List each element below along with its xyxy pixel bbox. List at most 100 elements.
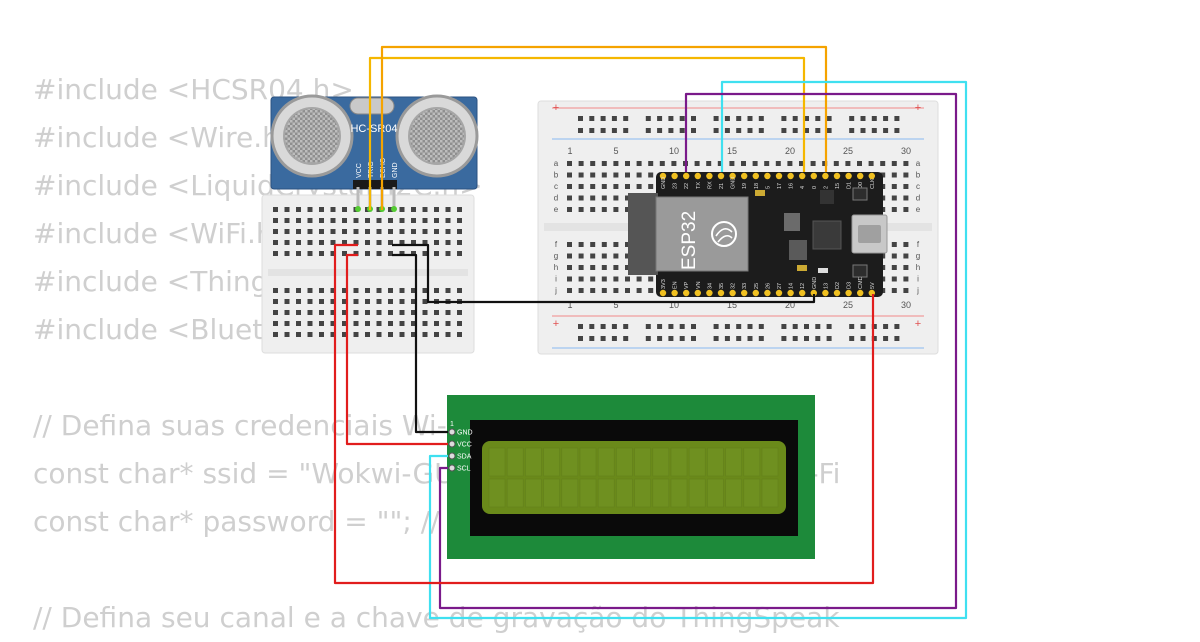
row-letter: i — [917, 275, 919, 284]
lcd-pin-label: GND — [457, 430, 473, 437]
column-number: 10 — [669, 300, 679, 310]
esp32-pin-label: 0 — [812, 186, 818, 189]
column-number: 5 — [613, 146, 618, 156]
sda-wire — [428, 80, 968, 620]
gnd-wire — [392, 253, 448, 434]
esp32-pin-label: GND — [661, 177, 667, 189]
row-letter: i — [555, 275, 557, 284]
esp32-pin-label: 35 — [719, 283, 725, 289]
esp32-pin — [857, 172, 864, 180]
esp32-pin — [729, 289, 736, 297]
column-number: 20 — [785, 300, 795, 310]
esp32-pin-label: TX — [696, 182, 702, 189]
esp32-pin-label: EN — [673, 281, 679, 289]
column-number: 10 — [669, 146, 679, 156]
esp32-pin-label: 14 — [789, 283, 795, 289]
scl-wire — [438, 92, 958, 610]
esp32-pin — [683, 289, 690, 297]
esp32-pin — [729, 172, 736, 180]
esp32-pin-label: D2 — [835, 282, 841, 289]
esp32-pin-label: CLK — [870, 178, 876, 189]
row-letter: f — [555, 240, 558, 249]
sensor-pin-label: GND — [392, 162, 399, 178]
esp32-pin — [822, 289, 829, 297]
esp32-pin — [717, 289, 725, 297]
esp32-pin — [810, 172, 817, 180]
esp32-pin — [694, 289, 701, 297]
esp32-pin — [775, 172, 783, 180]
esp32-pin — [717, 172, 725, 180]
esp32-pin — [694, 172, 701, 180]
esp32-pin-label: VP — [684, 281, 690, 289]
esp32-pin — [868, 172, 875, 180]
esp32-pin-label: GND — [731, 177, 737, 189]
esp32-pin — [659, 172, 667, 180]
lcd-pin — [448, 452, 456, 460]
rail-symbol: + — [553, 102, 559, 114]
sensor-pin — [356, 187, 360, 207]
vcc-wire — [345, 253, 448, 446]
esp32-pin-label: D1 — [847, 182, 853, 189]
esp32-pin-label: 17 — [777, 183, 783, 189]
row-letter: a — [916, 159, 921, 168]
column-number: 5 — [613, 300, 618, 310]
row-letter: g — [554, 252, 558, 261]
small-breadboard — [261, 194, 475, 354]
esp32-pin — [845, 172, 852, 180]
esp32-pin — [764, 289, 771, 297]
trig-wire — [368, 56, 806, 210]
esp32-pin — [857, 289, 864, 297]
esp32-pin — [833, 172, 841, 180]
rail-symbol: + — [915, 102, 921, 114]
esp32-pin — [810, 289, 817, 297]
esp32-pin-label: 32 — [731, 283, 737, 289]
lcd-pin-label: SDA — [457, 454, 472, 461]
esp32-pin — [787, 172, 794, 180]
echo-wire — [380, 45, 828, 210]
esp32-pin — [799, 289, 806, 297]
sensor-pin-label: ECHO — [380, 157, 387, 178]
lcd-pin — [448, 440, 456, 448]
esp32-pin-label: 13 — [823, 283, 829, 289]
esp32-pin-label: D0 — [858, 182, 864, 189]
esp32-pin — [752, 172, 759, 180]
esp32-pin-label: GND — [812, 277, 818, 289]
esp32-pin — [752, 289, 759, 297]
sensor-transducer-right — [395, 94, 479, 178]
esp32-pin — [833, 289, 841, 297]
esp32-pin — [671, 289, 678, 297]
sensor-pin — [392, 187, 396, 207]
esp32-pin — [741, 289, 748, 297]
row-letter: j — [554, 286, 557, 295]
esp32-pin-label: 19 — [742, 183, 748, 189]
espressif-logo-icon — [711, 221, 737, 247]
esp32-pin — [706, 172, 713, 180]
esp32-pin — [706, 289, 713, 297]
boot-button[interactable] — [852, 187, 868, 201]
en-button[interactable] — [852, 264, 868, 278]
row-letter: h — [554, 263, 558, 272]
esp32-pin-label: RX — [707, 181, 713, 189]
column-number: 20 — [785, 146, 795, 156]
column-number: 30 — [901, 300, 911, 310]
row-letter: f — [917, 240, 920, 249]
row-letter: g — [916, 252, 920, 261]
esp32-pin-label: CMD — [858, 276, 864, 289]
esp32-pin-label: 25 — [754, 283, 760, 289]
esp32-pin-label: 12 — [800, 283, 806, 289]
esp32-pin-label: VN — [696, 281, 702, 289]
row-letter: c — [554, 182, 558, 191]
esp32-pin-label: 34 — [707, 283, 713, 289]
esp32-pin-label: D3 — [847, 282, 853, 289]
esp32-pin-label: 15 — [835, 183, 841, 189]
sensor-label: HC-SR04 — [350, 123, 397, 135]
rail-symbol: + — [915, 318, 921, 330]
esp32-pin-label: 23 — [673, 183, 679, 189]
row-letter: e — [554, 205, 559, 214]
vcc-wire — [333, 243, 875, 585]
row-letter: a — [554, 159, 559, 168]
gnd-wire — [392, 243, 816, 304]
